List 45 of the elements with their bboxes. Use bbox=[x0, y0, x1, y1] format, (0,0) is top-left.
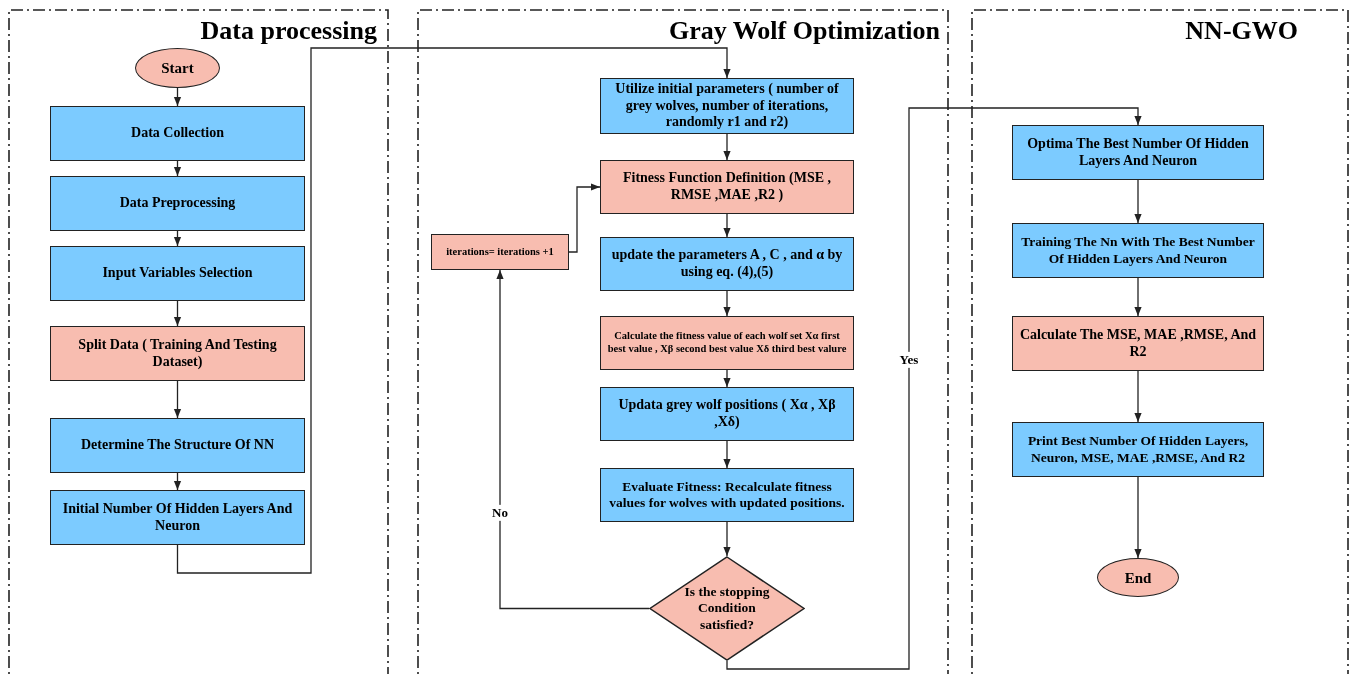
arrow bbox=[176, 47, 731, 574]
arrow bbox=[1134, 277, 1142, 317]
process-box: Optima The Best Number Of Hidden Layers And Neuron bbox=[1012, 125, 1264, 180]
terminal-ellipse: End bbox=[1097, 558, 1179, 597]
process-box: iterations= iterations +1 bbox=[431, 234, 569, 270]
process-box: Print Best Number Of Hidden Layers, Neuron, MSE, MAE ,RMSE, And R2 bbox=[1012, 422, 1264, 477]
terminal-ellipse: Start bbox=[135, 48, 220, 88]
arrow bbox=[723, 133, 731, 161]
arrow bbox=[173, 300, 182, 327]
arrow bbox=[723, 440, 731, 469]
process-box: Data Preprocessing bbox=[50, 176, 305, 231]
arrow bbox=[568, 183, 601, 253]
process-box: Evaluate Fitness: Recalculate fitness values for wolves with updated positions. bbox=[600, 468, 854, 522]
arrow bbox=[723, 369, 731, 388]
arrow bbox=[173, 87, 182, 107]
arrow bbox=[723, 521, 731, 557]
arrow bbox=[173, 230, 182, 247]
process-box: Calculate The MSE, MAE ,RMSE, And R2 bbox=[1012, 316, 1264, 371]
process-box: update the parameters A , C , and α by using eq. (4),(5) bbox=[600, 237, 854, 291]
panel-title: NN-GWO bbox=[1185, 16, 1298, 46]
process-box: Data Collection bbox=[50, 106, 305, 161]
process-box: Input Variables Selection bbox=[50, 246, 305, 301]
arrow bbox=[723, 290, 731, 317]
edge-label: Yes bbox=[898, 351, 920, 369]
arrow bbox=[173, 380, 182, 419]
process-box: Training The Nn With The Best Number Of Hidden Layers And Neuron bbox=[1012, 223, 1264, 278]
process-box: Utilize initial parameters ( number of grey wolves, number of iterations, randomly r1 and r2) bbox=[600, 78, 854, 134]
arrow bbox=[726, 107, 1142, 670]
process-box: Fitness Function Definition (MSE , RMSE ,MAE ,R2 ) bbox=[600, 160, 854, 214]
process-box: Initial Number Of Hidden Layers And Neuron bbox=[50, 490, 305, 545]
arrow bbox=[173, 160, 182, 177]
arrow bbox=[723, 213, 731, 238]
arrow bbox=[173, 472, 182, 491]
process-box: Determine The Structure Of NN bbox=[50, 418, 305, 473]
panel-title: Data processing bbox=[200, 16, 377, 46]
decision-diamond: Is the stopping Condition satisfied? bbox=[649, 556, 805, 661]
arrow bbox=[496, 269, 650, 610]
process-box: Split Data ( Training And Testing Dataset) bbox=[50, 326, 305, 381]
arrow bbox=[1134, 179, 1142, 224]
process-box: Updata grey wolf positions ( Xα , Xβ ,Xδ) bbox=[600, 387, 854, 441]
panel-title: Gray Wolf Optimization bbox=[668, 16, 940, 46]
process-box: Calculate the fitness value of each wolf set Xα first best value , Xβ second best value Xδ third best valure bbox=[600, 316, 854, 370]
arrow bbox=[1134, 370, 1142, 423]
arrow bbox=[1134, 476, 1142, 559]
edge-label: No bbox=[491, 504, 509, 522]
